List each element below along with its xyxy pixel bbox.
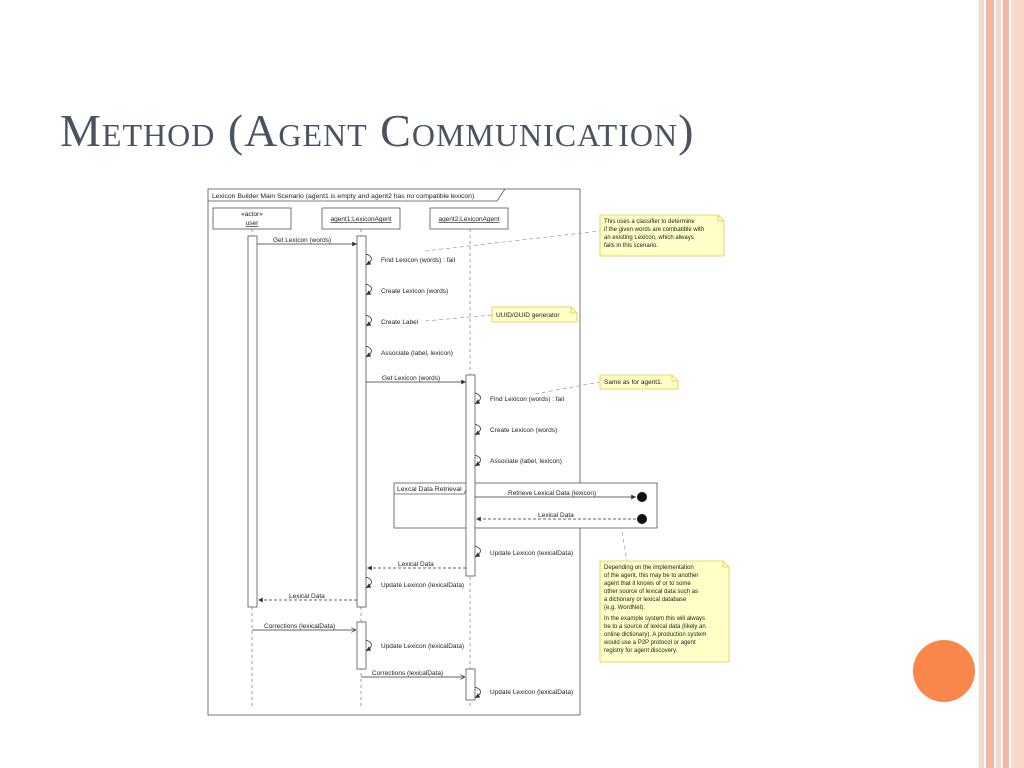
fragment-label: Lexcal Data Retrieval xyxy=(397,486,462,493)
message-label: Lexical Data xyxy=(398,561,434,568)
note-line: registry for agent discovery. xyxy=(604,648,678,654)
agent1-lifeline-name: agent1:LexiconAgent xyxy=(330,216,391,223)
orange-circle-decoration xyxy=(913,640,975,702)
message-label: Update Lexicon (lexicalData) xyxy=(490,550,573,557)
note-line: would use a P2P protocol or agent xyxy=(603,640,696,646)
self-call-arrow xyxy=(365,314,372,327)
note-uuid xyxy=(491,306,578,323)
diagram-frame xyxy=(207,188,581,716)
fragment-lexical-data-retrieval xyxy=(393,482,658,529)
self-call-arrow xyxy=(365,345,372,358)
activation-agent2-second xyxy=(465,668,476,701)
message-label: Update Lexicon (lexicalData) xyxy=(381,643,464,650)
slide-title: Method (Agent Communication) xyxy=(60,105,695,156)
message-label: Retrieve Lexical Data (lexicon) xyxy=(508,490,596,497)
decorative-stripe xyxy=(986,0,994,768)
note-text: UUID/GUID generator xyxy=(496,312,560,319)
note-fold xyxy=(717,215,724,222)
message-label: Lexical Data xyxy=(289,593,325,600)
self-call-arrow xyxy=(474,686,481,699)
activation-user xyxy=(247,235,258,608)
message-label: Lexical Data xyxy=(538,512,574,519)
activation-agent1-second xyxy=(356,621,367,670)
message-label: Corrections (lexicalData) xyxy=(264,623,335,630)
message-label: Find Lexicon (words) : fail xyxy=(381,257,456,264)
note-connector xyxy=(424,230,601,252)
note-line: (e.g. WordNet). xyxy=(604,605,645,611)
note-line: a dictionary or lexical database xyxy=(604,597,687,603)
message-label: Associate (label, lexicon) xyxy=(381,350,453,357)
self-call-arrow xyxy=(365,576,372,589)
message-label: Update Lexicon (lexicalData) xyxy=(381,582,464,589)
self-call-arrow xyxy=(365,253,372,266)
note-fold xyxy=(671,375,678,382)
message-label: Corrections (lexicalData) xyxy=(372,670,443,677)
message-label: Create Label xyxy=(381,319,419,326)
note-line: fails in this scenario. xyxy=(604,243,658,249)
self-call-arrow xyxy=(365,283,372,296)
note-connector xyxy=(621,531,628,562)
note-line: other source of lexical data such as xyxy=(604,589,698,595)
activation-agent2 xyxy=(465,374,476,577)
note-line: This uses a classifier to determine xyxy=(604,219,695,225)
lifeline-head-agent2 xyxy=(429,207,509,230)
message-label: Create Lexicon (words) xyxy=(490,427,557,434)
agent2-lifeline-name: agent2:LexiconAgent xyxy=(438,216,499,223)
self-call-arrow xyxy=(474,454,481,467)
note-line: be to a source of lexical data (likely a… xyxy=(604,624,706,630)
frame-title: Lexicon Builder Main Scenario (agent1 is… xyxy=(212,193,474,200)
decorative-stripe xyxy=(1011,0,1024,768)
note-same xyxy=(599,374,679,390)
note-classifier xyxy=(599,214,725,257)
user-stereotype: «actor» xyxy=(241,211,263,218)
note-line: if the given words are combatible with xyxy=(604,227,704,233)
message-label: Get Lexicon (words) xyxy=(273,237,331,244)
note-fold xyxy=(722,561,729,568)
user-lifeline-name: user xyxy=(246,220,259,227)
note-line: online dictionary). A production system xyxy=(604,632,706,638)
message-label: Get Lexicon (words) xyxy=(382,375,440,382)
message-label: Associate (label, lexicon) xyxy=(490,458,562,465)
note-line: of the agent, this may be to another xyxy=(604,573,698,579)
external-source-endpoint xyxy=(637,492,647,502)
decorative-stripe xyxy=(979,0,984,768)
message-label: Create Lexicon (words) xyxy=(381,288,448,295)
decorative-stripe xyxy=(1003,0,1009,768)
note-line: agent that it knows of or to some xyxy=(604,581,691,587)
note-text: Same as for agent1. xyxy=(604,379,663,386)
self-call-arrow xyxy=(365,639,372,652)
message-label: Find Lexicon (words) : fail xyxy=(490,396,565,403)
note-line: Depending on the implementation xyxy=(604,565,694,571)
self-call-arrow xyxy=(474,392,481,405)
note-line: an existing Lexicon, which always xyxy=(604,235,694,241)
note-fold xyxy=(570,307,577,314)
frame-title-tab xyxy=(208,188,506,202)
external-source-endpoint xyxy=(637,514,647,524)
self-call-arrow xyxy=(474,545,481,558)
note-line: In the example system this will always xyxy=(604,616,705,622)
message-label: Update Lexicon (lexicalData) xyxy=(490,689,573,696)
note-depending xyxy=(599,560,730,663)
note-connector xyxy=(424,314,493,322)
decorative-stripe xyxy=(996,0,1001,768)
activation-agent1 xyxy=(356,235,367,608)
self-call-arrow xyxy=(474,423,481,436)
